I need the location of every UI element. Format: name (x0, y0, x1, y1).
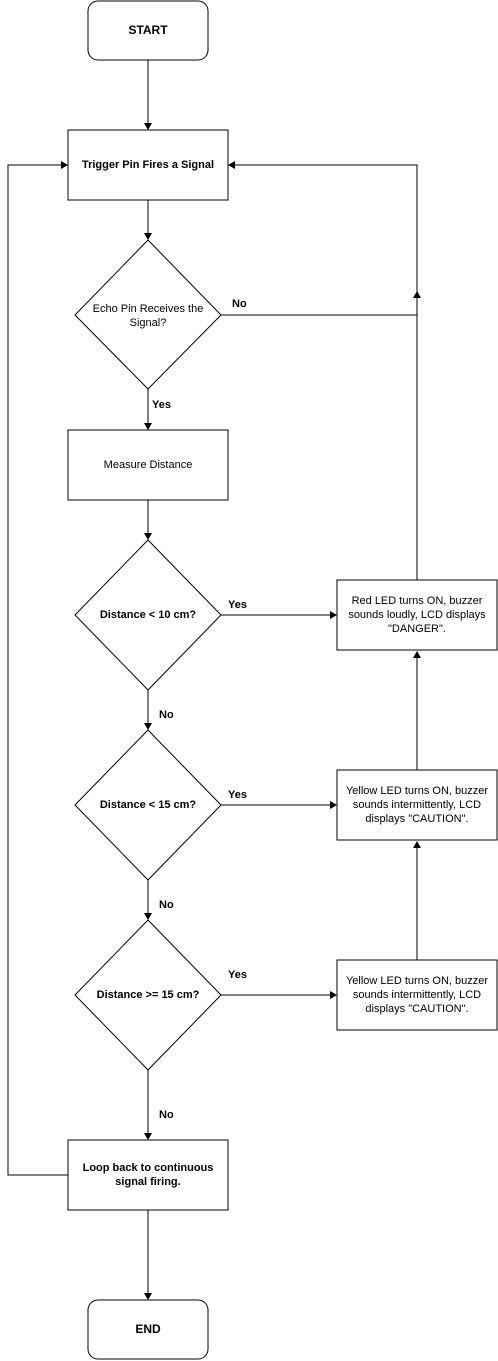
caution2-node: Yellow LED turns ON, buzzer sounds inter… (336, 959, 498, 1031)
end-label: END (135, 1322, 161, 1336)
arrowhead (144, 233, 152, 240)
danger-label-line3: "DANGER". (388, 623, 446, 635)
arrowhead (144, 423, 152, 430)
measure-label: Measure Distance (104, 459, 193, 471)
d15ge-no-label: No (159, 1109, 174, 1121)
edge-right-to-trigger (234, 164, 418, 580)
d15-label: Distance < 15 cm? (100, 799, 197, 811)
caution1-label-line2: sounds intermittently, LCD (353, 799, 481, 811)
caution1-label-line3: displays "CAUTION". (365, 813, 468, 825)
d10-decision: Distance < 10 cm? (74, 539, 222, 691)
echo-label-line2: Signal? (130, 317, 167, 329)
arrowhead (144, 913, 152, 920)
loop-label-line1: Loop back to continuous (83, 1162, 214, 1174)
d15ge-decision: Distance >= 15 cm? (74, 919, 222, 1071)
d10-label: Distance < 10 cm? (100, 609, 197, 621)
trigger-label: Trigger Pin Fires a Signal (82, 159, 214, 171)
d10-yes-label: Yes (228, 599, 247, 611)
measure-node: Measure Distance (67, 429, 229, 501)
d15-no-label: No (159, 899, 174, 911)
arrowhead (228, 161, 235, 169)
danger-label-line1: Red LED turns ON, buzzer (352, 595, 483, 607)
start-node: START (87, 0, 209, 61)
arrowhead (144, 123, 152, 130)
arrowhead (144, 723, 152, 730)
danger-node: Red LED turns ON, buzzer sounds loudly, … (336, 579, 498, 651)
d10-no-label: No (159, 709, 174, 721)
caution2-label-line3: displays "CAUTION". (365, 1003, 468, 1015)
arrowhead (413, 841, 421, 848)
end-node: END (87, 1299, 209, 1360)
caution2-label-line1: Yellow LED turns ON, buzzer (346, 975, 488, 987)
loop-node: Loop back to continuous signal firing. (67, 1139, 229, 1211)
d15-yes-label: Yes (228, 789, 247, 801)
caution2-label-line2: sounds intermittently, LCD (353, 989, 481, 1001)
echo-decision: Echo Pin Receives the Signal? (74, 239, 222, 390)
d15-decision: Distance < 15 cm? (74, 729, 222, 881)
echo-label-line1: Echo Pin Receives the (93, 303, 204, 315)
edge-loop-to-trigger (7, 164, 68, 1176)
arrowhead (144, 1133, 152, 1140)
d15ge-label: Distance >= 15 cm? (97, 989, 200, 1001)
arrowhead (144, 533, 152, 540)
echo-yes-label: Yes (152, 399, 171, 411)
arrowhead (61, 161, 68, 169)
start-label: START (128, 23, 168, 37)
arrowhead (413, 651, 421, 658)
caution1-node: Yellow LED turns ON, buzzer sounds inter… (336, 769, 498, 841)
caution1-label-line1: Yellow LED turns ON, buzzer (346, 785, 488, 797)
arrowhead (330, 991, 337, 999)
echo-no-label: No (232, 298, 247, 310)
edge-echo-no (221, 297, 418, 316)
danger-label-line2: sounds loudly, LCD displays (348, 609, 486, 621)
arrowhead (330, 611, 337, 619)
arrowhead (330, 801, 337, 809)
trigger-node: Trigger Pin Fires a Signal (67, 129, 229, 201)
arrowhead (144, 1293, 152, 1300)
d15ge-yes-label: Yes (228, 969, 247, 981)
loop-label-line2: signal firing. (115, 1176, 180, 1188)
